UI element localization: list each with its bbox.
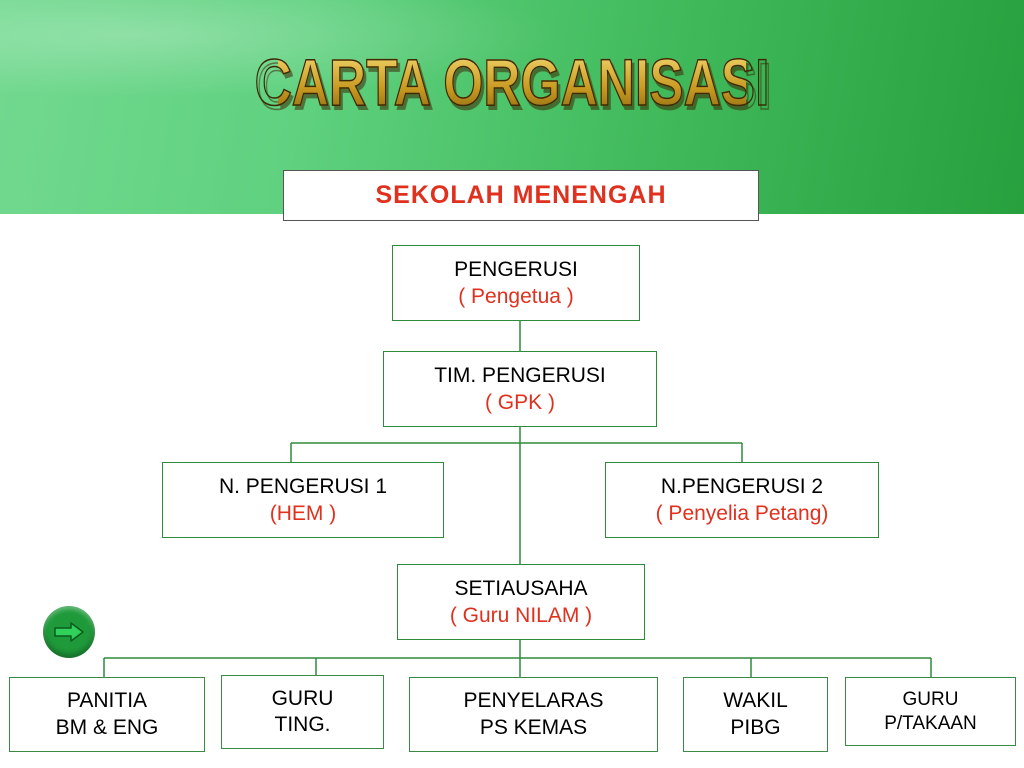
node-label: GURU TING. — [271, 686, 334, 736]
node-role: SETIAUSAHA — [454, 576, 588, 600]
node-wakil-pibg: WAKIL PIBG — [683, 677, 828, 752]
node-n-pengerusi-1: N. PENGERUSI 1 (HEM ) — [162, 462, 444, 538]
subtitle: SEKOLAH MENENGAH — [283, 170, 759, 221]
node-guru-ptakaan: GURU P/TAKAAN — [845, 677, 1016, 746]
node-role: TIM. PENGERUSI — [434, 363, 606, 387]
node-role: N.PENGERUSI 2 — [660, 474, 824, 498]
header-band — [0, 0, 1024, 214]
node-pengerusi: PENGERUSI ( Pengetua ) — [392, 245, 640, 321]
node-role: N. PENGERUSI 1 — [218, 474, 388, 498]
next-slide-button[interactable] — [43, 606, 95, 658]
node-holder: ( Pengetua ) — [458, 285, 574, 308]
node-setiausaha: SETIAUSAHA ( Guru NILAM ) — [397, 564, 645, 640]
node-holder: ( Penyelia Petang) — [655, 502, 829, 525]
node-label: PANITIA BM & ENG — [55, 689, 159, 739]
node-holder: ( GPK ) — [484, 391, 555, 414]
page-title: CARTA ORGANISASI — [254, 22, 770, 142]
node-guru-ting: GURU TING. — [221, 675, 384, 749]
node-role: PENGERUSI — [454, 257, 578, 281]
node-holder: ( Guru NILAM ) — [449, 604, 593, 627]
node-panitia: PANITIA BM & ENG — [9, 677, 205, 752]
arrow-right-icon — [54, 622, 84, 642]
node-holder: (HEM ) — [269, 502, 337, 525]
node-n-pengerusi-2: N.PENGERUSI 2 ( Penyelia Petang) — [605, 462, 879, 538]
node-label: WAKIL PIBG — [723, 689, 788, 739]
node-label: PENYELARAS PS KEMAS — [463, 689, 604, 739]
node-label: GURU P/TAKAAN — [884, 688, 977, 734]
node-penyelaras: PENYELARAS PS KEMAS — [409, 677, 658, 752]
node-tim-pengerusi: TIM. PENGERUSI ( GPK ) — [383, 351, 657, 427]
